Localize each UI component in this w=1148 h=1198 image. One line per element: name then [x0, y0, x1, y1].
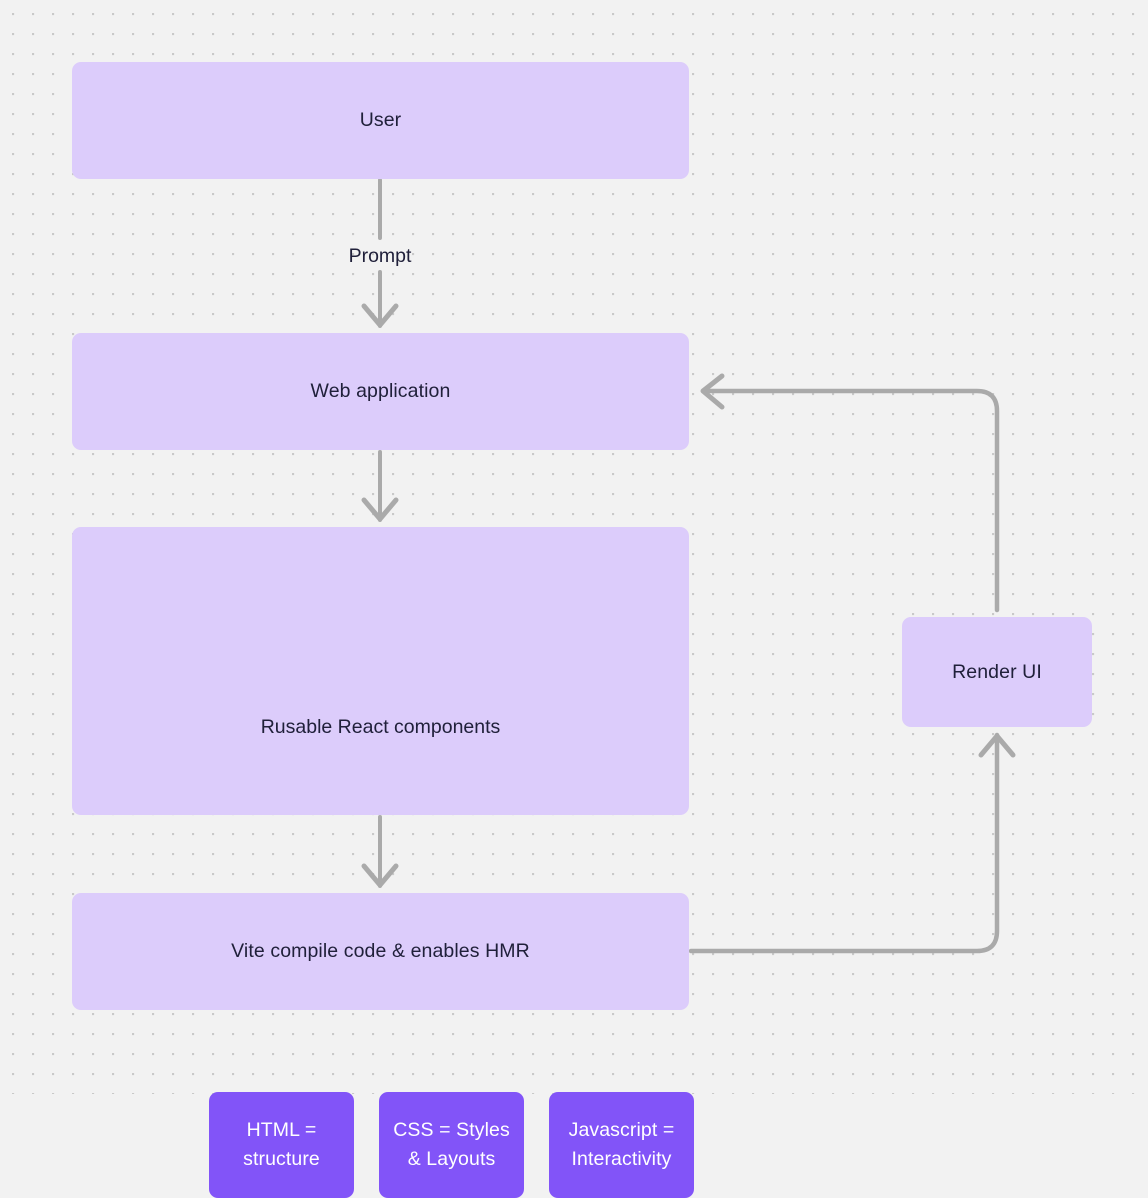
node-javascript-label: Javascript = Interactivity — [568, 1119, 675, 1170]
node-vite[interactable]: Vite compile code & enables HMR — [72, 893, 689, 1010]
node-web-application[interactable]: Web application — [72, 333, 689, 450]
node-render-ui[interactable]: Render UI — [902, 617, 1092, 727]
edge-label-prompt: Prompt — [348, 245, 412, 267]
edge-render-to-webapp — [700, 373, 1000, 613]
edge-components-to-vite — [361, 815, 399, 888]
node-html[interactable]: HTML = structure — [209, 1092, 354, 1198]
edge-webapp-to-components — [361, 450, 399, 522]
node-css-label: CSS = Styles & Layouts — [393, 1119, 510, 1170]
node-user-label: User — [359, 109, 402, 131]
node-vite-label: Vite compile code & enables HMR — [231, 940, 530, 962]
arrowhead-up-icon — [978, 733, 1016, 758]
node-web-application-label: Web application — [310, 380, 451, 402]
node-html-label: HTML = structure — [243, 1119, 320, 1170]
node-javascript[interactable]: Javascript = Interactivity — [549, 1092, 694, 1198]
arrowhead-left-icon — [700, 373, 725, 410]
edge-vite-to-render — [688, 732, 1016, 954]
node-reusable-react-components-label: Rusable React components — [260, 716, 501, 738]
node-reusable-react-components[interactable]: HTML = structure CSS = Styles & Layouts … — [72, 527, 694, 1198]
arrowhead-down-icon — [361, 863, 399, 888]
node-render-ui-label: Render UI — [952, 660, 1042, 683]
arrowhead-down-icon — [361, 497, 399, 522]
node-user[interactable]: User — [72, 62, 689, 179]
arrowhead-down-icon — [361, 303, 399, 328]
node-css[interactable]: CSS = Styles & Layouts — [379, 1092, 524, 1198]
